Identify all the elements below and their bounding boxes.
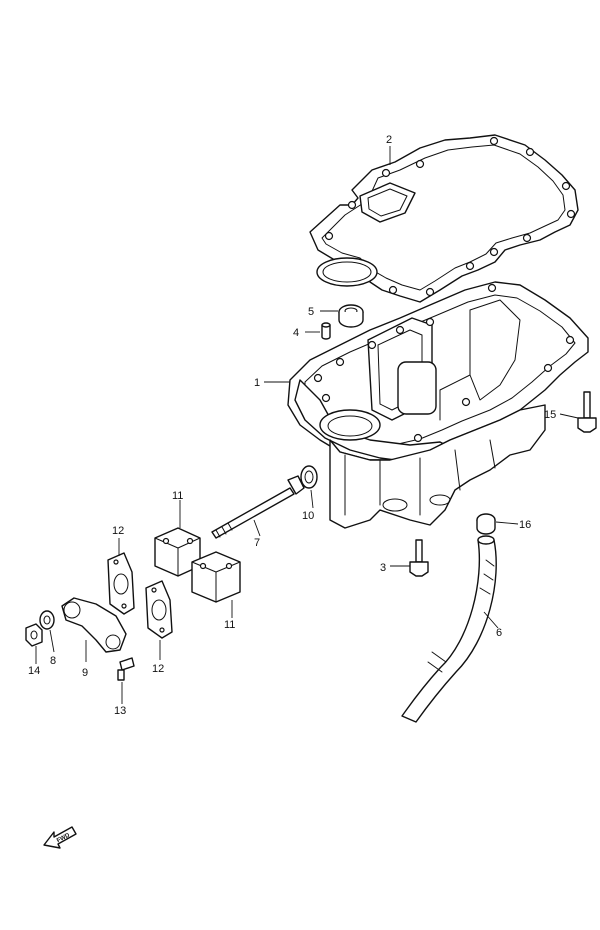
gasket-part-2[interactable] xyxy=(309,134,579,303)
housing-part-1[interactable] xyxy=(287,281,589,529)
callout-16: 16 xyxy=(519,519,531,531)
elbow-part-9[interactable] xyxy=(61,597,127,653)
valve-block-part-11-lower[interactable] xyxy=(191,551,241,603)
callout-11-upper: 11 xyxy=(172,490,183,502)
callout-numbers: 2 1 5 4 15 10 7 16 3 6 11 11 12 12 9 8 1… xyxy=(28,134,556,717)
hose-part-6[interactable] xyxy=(401,535,497,723)
gasket-part-12-right[interactable] xyxy=(145,580,173,639)
callout-12-left: 12 xyxy=(112,525,124,537)
callout-13: 13 xyxy=(114,705,126,717)
o-ring-part-10[interactable] xyxy=(300,465,318,489)
callout-5: 5 xyxy=(308,306,314,318)
leader-lines xyxy=(35,146,579,704)
callout-3: 3 xyxy=(380,562,386,574)
callout-11-lower: 11 xyxy=(224,619,235,631)
nut-part-14[interactable] xyxy=(25,623,43,647)
callout-2: 2 xyxy=(386,134,392,146)
callout-4: 4 xyxy=(293,327,299,339)
seal-part-5[interactable] xyxy=(338,304,364,328)
bolt-part-13[interactable] xyxy=(117,657,135,681)
dowel-pin-part-4[interactable] xyxy=(321,322,331,340)
callout-8: 8 xyxy=(50,655,56,667)
callout-10: 10 xyxy=(302,510,314,522)
bolt-part-15[interactable] xyxy=(577,391,597,433)
fwd-arrow-icon: FWD xyxy=(43,826,77,849)
callout-6: 6 xyxy=(496,627,502,639)
callout-9: 9 xyxy=(82,667,88,679)
stud-part-7[interactable] xyxy=(211,475,305,539)
callout-14: 14 xyxy=(28,665,40,677)
callout-7: 7 xyxy=(254,537,260,549)
callout-12-right: 12 xyxy=(152,663,164,675)
bolt-part-3[interactable] xyxy=(409,539,429,577)
washer-part-8[interactable] xyxy=(39,610,55,630)
clamp-part-16[interactable] xyxy=(476,513,496,535)
callout-15: 15 xyxy=(544,409,556,421)
gasket-part-12-left[interactable] xyxy=(107,552,135,615)
callout-1: 1 xyxy=(254,377,260,389)
